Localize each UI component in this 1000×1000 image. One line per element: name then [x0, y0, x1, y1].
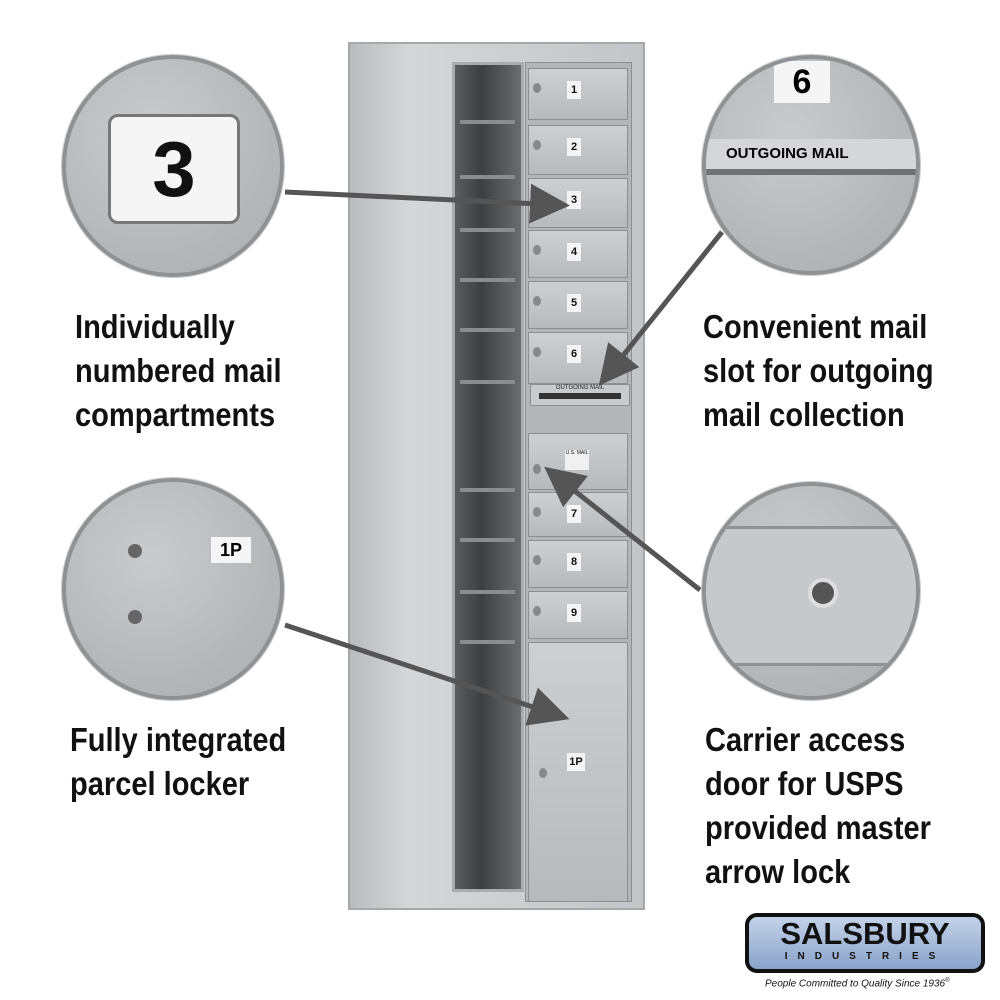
compartment-number: 5: [567, 294, 581, 312]
callout-number-plate: 3: [62, 55, 284, 277]
compartment-9[interactable]: 9: [528, 591, 628, 639]
slot-number: 6: [774, 61, 830, 103]
parcel-locker-door[interactable]: 1P: [528, 642, 628, 902]
callout-parcel-locker: 1P: [62, 478, 284, 700]
parcel-number: 1P: [567, 753, 585, 771]
outgoing-mail-label: OUTGOING MAIL: [706, 139, 916, 175]
outgoing-mail-slot[interactable]: OUTGOING MAIL: [530, 384, 630, 406]
compartment-1[interactable]: 1: [528, 68, 628, 120]
us-mail-label: U.S. MAIL: [565, 450, 589, 470]
compartment-number: 8: [567, 553, 581, 571]
brand-name: SALSBURY: [780, 916, 950, 951]
compartment-4[interactable]: 4: [528, 230, 628, 278]
arrow-lock-icon: [808, 578, 838, 608]
compartment-number: 6: [567, 345, 581, 363]
compartment-number: 2: [567, 138, 581, 156]
compartment-2[interactable]: 2: [528, 125, 628, 175]
outgoing-slot-label: OUTGOING MAIL: [555, 385, 605, 391]
compartment-number: 7: [567, 505, 581, 523]
compartment-5[interactable]: 5: [528, 281, 628, 329]
parcel-number-plate: 1P: [211, 537, 251, 563]
number-plate: 3: [108, 114, 240, 224]
compartment-8[interactable]: 8: [528, 540, 628, 588]
salsbury-logo: SALSBURY INDUSTRIES: [745, 913, 985, 973]
brand-sub: INDUSTRIES: [784, 951, 946, 962]
compartment-number: 4: [567, 243, 581, 261]
callout-outgoing-slot: 6 OUTGOING MAIL: [702, 55, 920, 275]
brand-tagline: People Committed to Quality Since 1936®: [765, 978, 950, 990]
compartment-number: 1: [567, 81, 581, 99]
callout-carrier-lock: [702, 482, 920, 700]
compartment-number: 3: [567, 191, 581, 209]
compartment-number: 9: [567, 604, 581, 622]
